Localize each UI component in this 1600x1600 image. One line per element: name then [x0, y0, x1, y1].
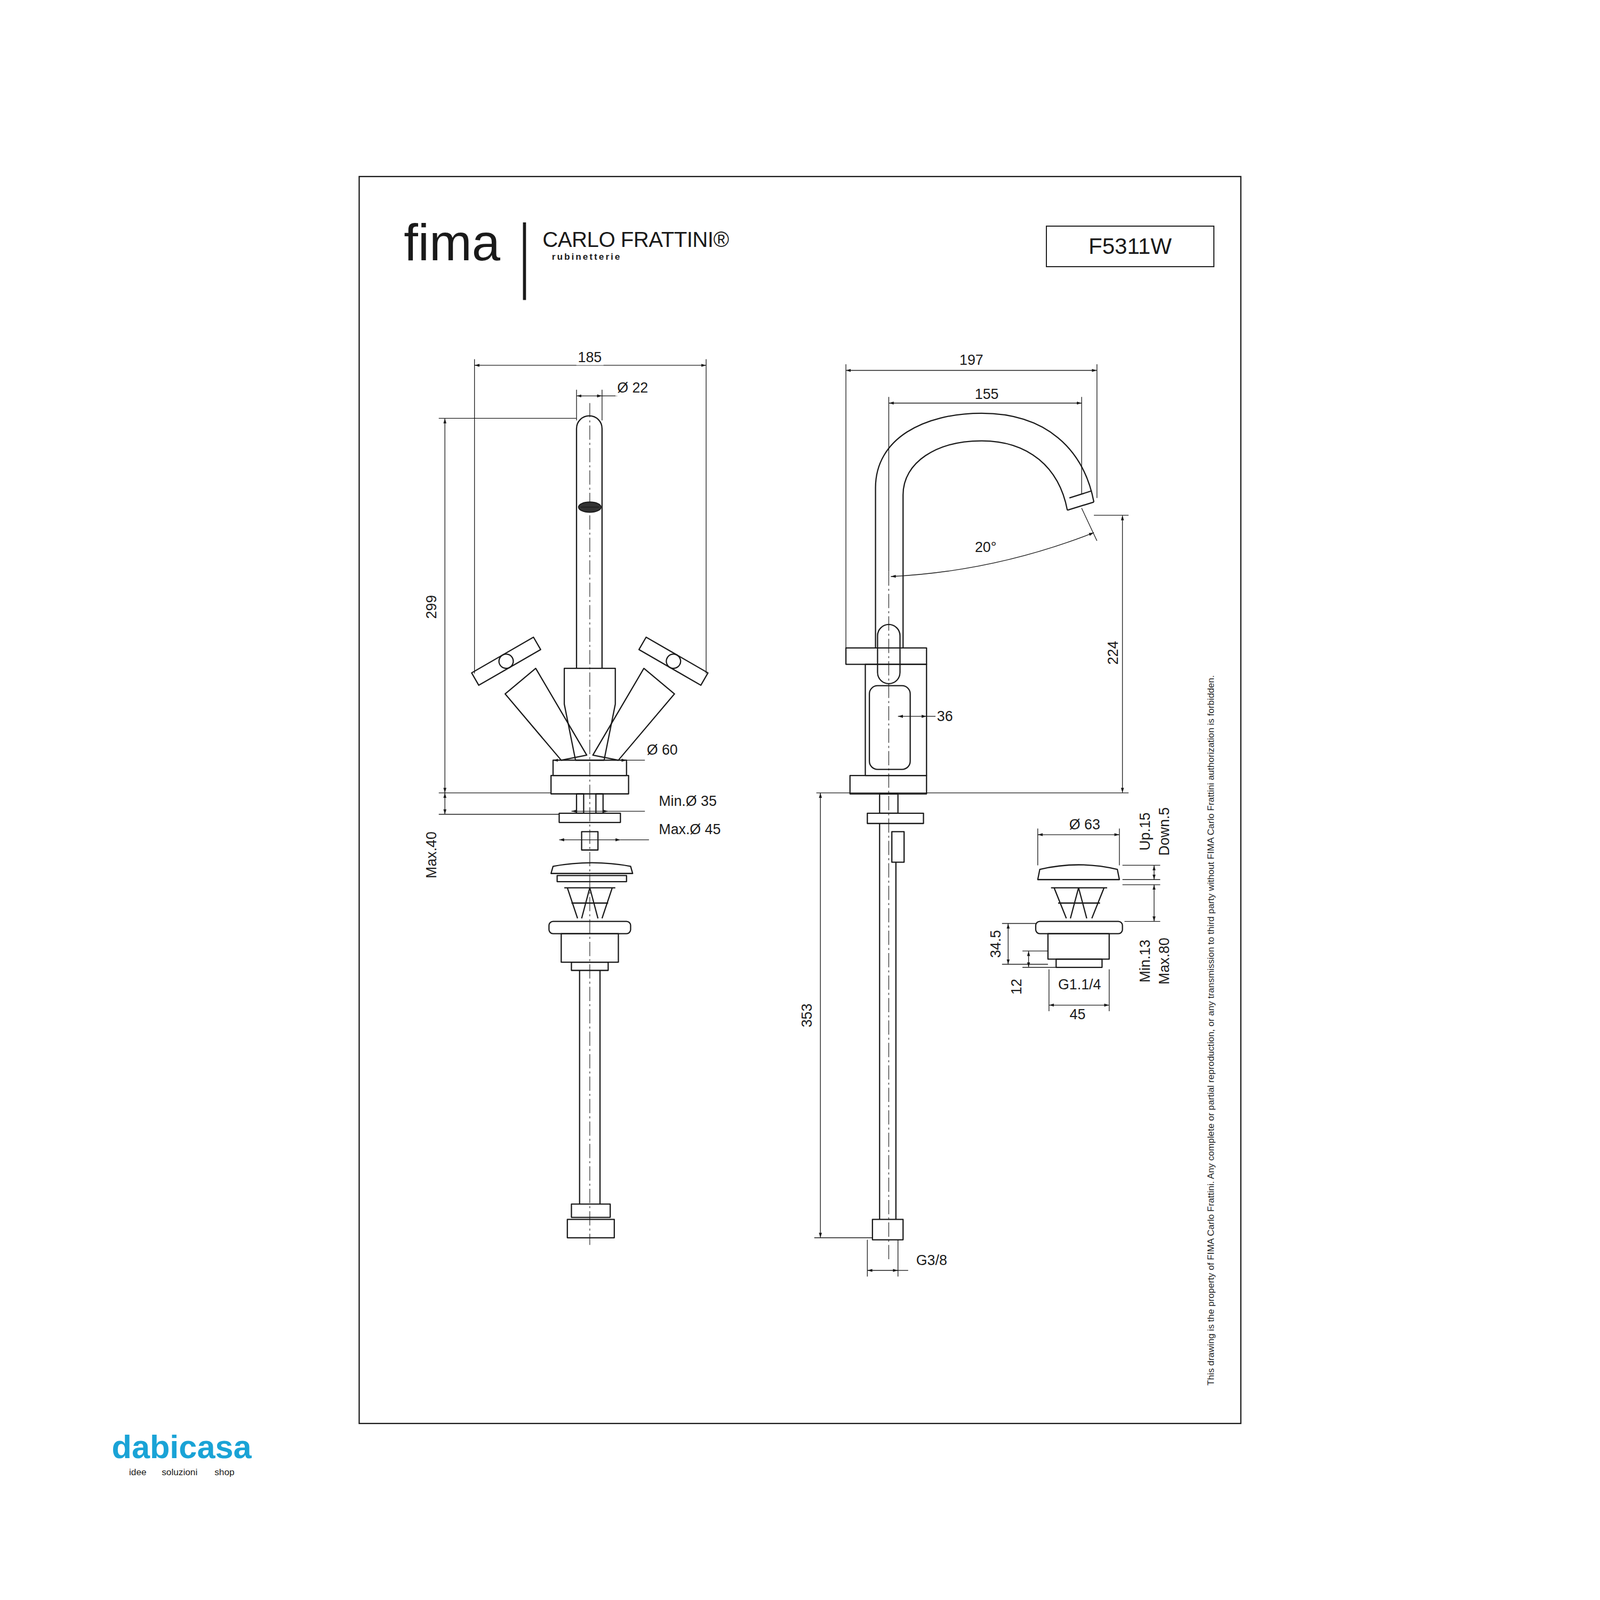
dimension: 224	[1105, 639, 1122, 667]
dimension: Up.15	[1136, 811, 1154, 853]
logo-word: fima	[402, 213, 502, 272]
thread-size: G3/8	[914, 1251, 949, 1269]
model-box: F5311W	[1045, 225, 1215, 268]
dimension: Max.Ø 45	[657, 821, 723, 838]
dimension: Min.13	[1136, 938, 1154, 984]
dimension: Max.40	[423, 829, 440, 880]
dimension: 197	[957, 352, 986, 369]
logo-brand: CARLO FRATTINI®	[540, 227, 731, 253]
dimension: Ø 60	[645, 741, 680, 759]
dimension: Ø 22	[615, 379, 650, 397]
watermark: shop	[212, 1467, 236, 1478]
watermark: dabicasa	[110, 1428, 254, 1466]
dimension: 45	[1068, 1005, 1088, 1023]
dimension: Min.Ø 35	[657, 793, 719, 810]
thread-size: G1.1/4	[1056, 976, 1103, 994]
logo-sub: rubinetterie	[550, 251, 624, 263]
dimension: 12	[1008, 977, 1025, 997]
dimension: Max.80	[1156, 936, 1173, 987]
dimension: 20°	[973, 538, 998, 556]
dimension: 185	[576, 348, 604, 366]
watermark: idee	[127, 1467, 149, 1478]
dimension: Ø 63	[1067, 816, 1102, 834]
copyright-note: This drawing is the property of FIMA Car…	[1205, 673, 1217, 1388]
watermark: soluzioni	[160, 1467, 199, 1478]
dimension: 353	[798, 1001, 816, 1029]
model-number: F5311W	[1088, 233, 1172, 260]
dimension: 299	[423, 593, 440, 621]
dimension: Down.5	[1156, 805, 1173, 858]
dimension: 155	[973, 385, 1001, 403]
dimension: 36	[935, 708, 955, 725]
dimension: 34.5	[987, 928, 1005, 960]
